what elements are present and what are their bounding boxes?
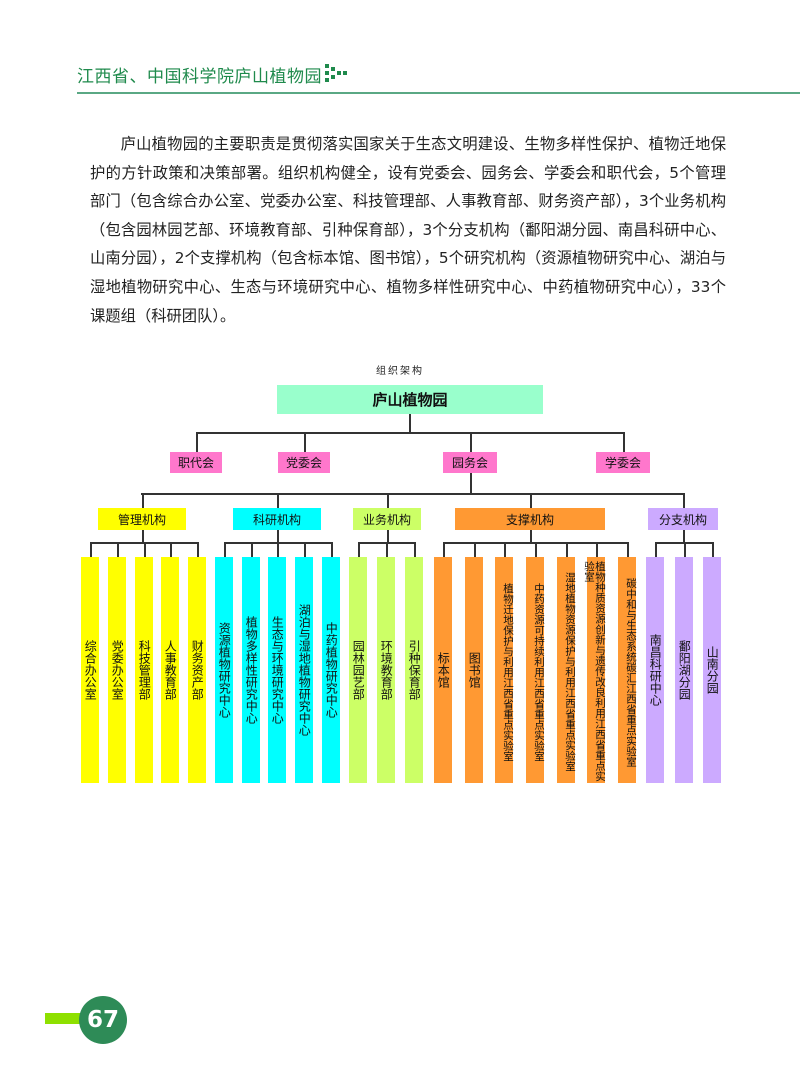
connector-line	[535, 542, 537, 557]
connector-line	[712, 542, 714, 557]
connector-line	[530, 493, 532, 508]
connector-line	[141, 493, 683, 495]
connector-line	[623, 432, 625, 452]
department-node: 资源植物研究中心	[215, 557, 233, 783]
department-node: 党委办公室	[108, 557, 126, 783]
group-node: 分支机构	[648, 508, 718, 530]
connector-line	[387, 493, 389, 508]
connector-line	[117, 542, 119, 557]
connector-line	[224, 542, 226, 557]
connector-line	[142, 530, 144, 542]
connector-line	[683, 530, 685, 542]
connector-line	[474, 542, 476, 557]
connector-line	[470, 473, 472, 493]
department-node: 财务资产部	[188, 557, 206, 783]
department-node: 人事教育部	[161, 557, 179, 783]
connector-line	[409, 414, 411, 432]
department-node: 中药植物研究中心	[322, 557, 340, 783]
connector-line	[683, 493, 685, 508]
connector-line	[277, 530, 279, 542]
connector-line	[144, 542, 146, 557]
root-node: 庐山植物园	[277, 385, 543, 414]
chart-title: 组织架构	[376, 366, 424, 377]
connector-line	[530, 530, 532, 542]
council-node: 职代会	[170, 452, 222, 473]
department-node: 山南分园	[703, 557, 721, 783]
group-node: 科研机构	[233, 508, 321, 530]
connector-line	[443, 542, 445, 557]
department-node: 南昌科研中心	[646, 557, 664, 783]
connector-line	[684, 542, 686, 557]
group-node: 支撑机构	[455, 508, 605, 530]
connector-line	[627, 542, 629, 557]
connector-line	[387, 530, 389, 542]
connector-line	[504, 542, 506, 557]
department-node: 标本馆	[434, 557, 452, 783]
connector-line	[277, 542, 279, 557]
department-node: 引种保育部	[405, 557, 423, 783]
department-node: 碳中和与生态系统碳汇江西省重点实验室	[618, 557, 637, 783]
connector-line	[277, 493, 279, 508]
department-node: 中药资源可持续利用江西省重点实验室	[526, 557, 545, 783]
connector-line	[90, 542, 92, 557]
department-node: 园林园艺部	[349, 557, 367, 783]
connector-line	[386, 542, 388, 557]
page-number: 67	[79, 996, 127, 1044]
connector-line	[596, 542, 598, 557]
connector-line	[470, 432, 472, 452]
connector-line	[304, 432, 306, 452]
department-node: 湖泊与湿地植物研究中心	[295, 557, 313, 783]
group-node: 管理机构	[98, 508, 186, 530]
connector-line	[358, 542, 360, 557]
council-node: 学委会	[596, 452, 650, 473]
arrow-logo-icon	[325, 64, 347, 82]
connector-line	[566, 542, 568, 557]
department-node: 湿地植物资源保护与利用江西省重点实验室	[557, 557, 576, 783]
department-node: 综合办公室	[81, 557, 99, 783]
header-divider	[77, 92, 800, 94]
department-node: 鄱阳湖分园	[675, 557, 693, 783]
council-node: 园务会	[443, 452, 497, 473]
connector-line	[142, 493, 144, 508]
group-node: 业务机构	[353, 508, 421, 530]
connector-line	[197, 542, 199, 557]
department-node: 植物多样性研究中心	[242, 557, 260, 783]
connector-line	[251, 542, 253, 557]
header-title: 江西省、中国科学院庐山植物园	[77, 67, 322, 87]
connector-line	[304, 542, 306, 557]
page-number-bar	[45, 1013, 85, 1024]
connector-line	[414, 542, 416, 557]
department-node: 生态与环境研究中心	[268, 557, 286, 783]
intro-paragraph: 庐山植物园的主要职责是贯彻落实国家关于生态文明建设、生物多样性保护、植物迁地保护…	[90, 135, 726, 325]
connector-line	[196, 432, 624, 434]
connector-line	[655, 542, 712, 544]
council-node: 党委会	[278, 452, 330, 473]
department-node: 植物种质资源创新与遗传改良利用江西省重点实验室	[583, 557, 606, 783]
connector-line	[170, 542, 172, 557]
department-node: 科技管理部	[135, 557, 153, 783]
connector-line	[90, 542, 197, 544]
department-node: 环境教育部	[377, 557, 395, 783]
connector-line	[196, 432, 198, 452]
connector-line	[655, 542, 657, 557]
department-node: 图书馆	[465, 557, 483, 783]
department-node: 植物迁地保护与利用江西省重点实验室	[495, 557, 514, 783]
connector-line	[331, 542, 333, 557]
